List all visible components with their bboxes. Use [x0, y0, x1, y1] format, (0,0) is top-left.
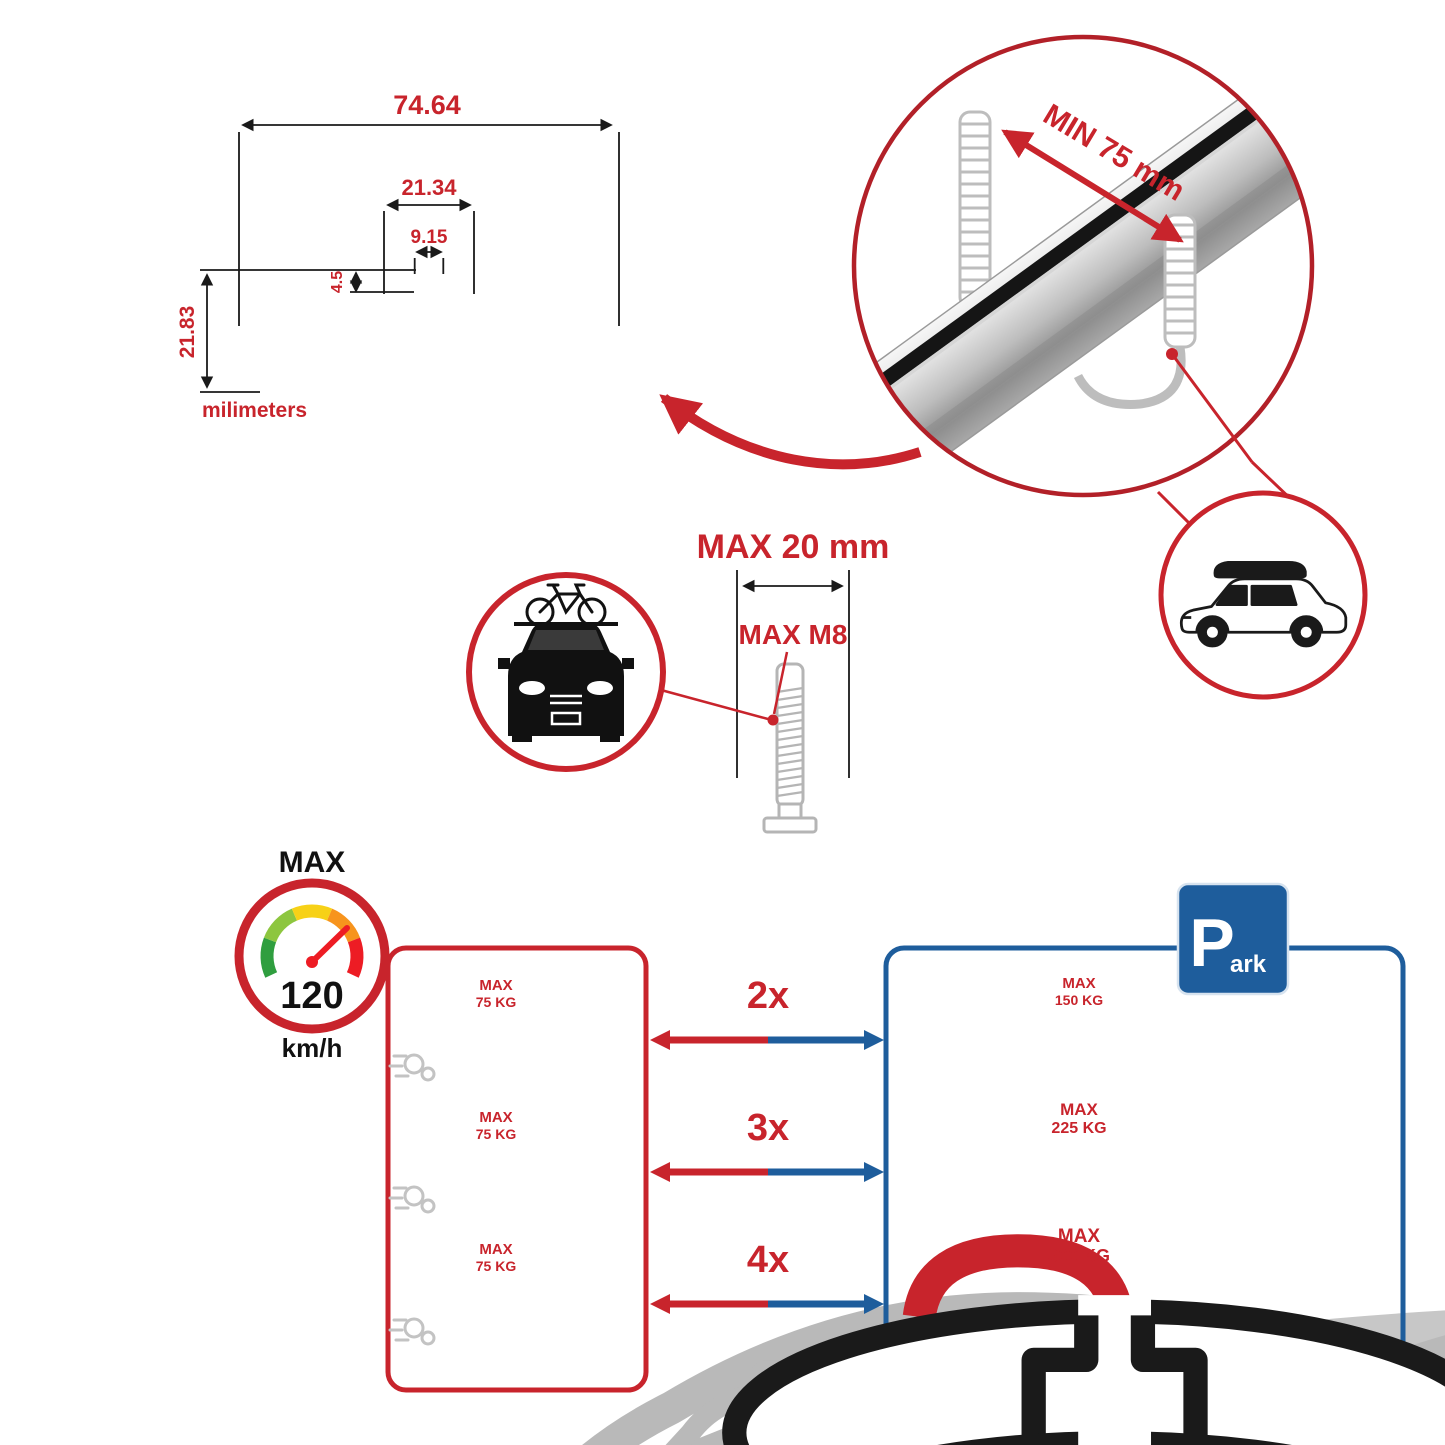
exhaust-puff-icon — [388, 1317, 436, 1346]
exhaust-puff-icon — [388, 1185, 436, 1214]
right-arrowhead — [864, 1030, 884, 1050]
exhaust-puff-icon — [388, 1053, 436, 1082]
bag-label-weight: 150 KG — [1055, 992, 1103, 1008]
multiplier-label: 4x — [747, 1239, 789, 1281]
left-arrowhead — [650, 1294, 670, 1314]
bag-label-max: MAX — [1062, 975, 1095, 992]
multiplier-label: 3x — [747, 1107, 789, 1149]
bag-label-max: MAX — [479, 1109, 512, 1126]
park-letter: P — [1189, 905, 1234, 981]
bag-label-max: MAX — [479, 977, 512, 994]
multiplier-label: 2x — [747, 975, 789, 1017]
right-arrowhead — [864, 1162, 884, 1182]
dim-inner-width: 21.34 — [401, 175, 457, 200]
dim-total-width: 74.64 — [393, 90, 461, 120]
bolt-dimension-lines — [736, 570, 850, 778]
left-arrowhead — [650, 1030, 670, 1050]
crossbar-detail-callout: MIN 75 mm — [659, 34, 1320, 536]
parked-panel: P ark MAX 150 KG MAX 225 KG MAX 300 KG — [883, 882, 1445, 1445]
suv-with-roof-box-icon — [1179, 560, 1348, 648]
bag-label-max: MAX — [1058, 1226, 1101, 1247]
parking-sign-icon: P ark — [1176, 882, 1290, 996]
zoom-callout-arrow — [659, 394, 922, 470]
bag-label-weight: 75 KG — [476, 1258, 517, 1274]
dim-height: 21.83 — [176, 306, 199, 359]
roofbox-car-callout — [1158, 490, 1368, 700]
bag-label-weight: 300 KG — [1048, 1246, 1110, 1266]
driving-panel: MAX 75 KG MAX 75 KG MAX 75 KG — [385, 945, 1445, 1445]
cross-section-diagram: 74.64 21.34 9.15 4.5 21.83 milimeters — [176, 90, 1445, 1445]
dim-lip-depth: 4.5 — [329, 271, 346, 293]
bolt-leader-lines — [660, 651, 789, 721]
dim-slot-width: 9.15 — [411, 227, 448, 248]
bag-label-weight: 75 KG — [476, 994, 517, 1010]
quantity-arrows: 2x 3x 4x — [650, 975, 1445, 1445]
speed-max-label: MAX — [279, 846, 346, 879]
max-thread-label: MAX M8 — [739, 619, 848, 650]
bolt-pointer-dot — [767, 714, 779, 726]
right-arrowhead — [864, 1294, 884, 1314]
dimension-lines — [200, 118, 620, 393]
bag-label-max: MAX — [479, 1241, 512, 1258]
car-front-with-bike-icon — [498, 622, 634, 742]
clamp-rod-rear — [958, 110, 992, 309]
speed-gauge-icon — [260, 904, 364, 978]
bike-car-callout — [466, 572, 666, 772]
bag-label-weight: 225 KG — [1051, 1120, 1106, 1137]
bolt-diagram: MAX 20 mm MAX M8 — [660, 528, 890, 834]
speed-limit-gauge: MAX 120 km/h — [234, 846, 390, 1063]
units-label: milimeters — [202, 399, 307, 422]
bag-label-weight: 75 KG — [476, 1126, 517, 1142]
min-span-arrow — [1001, 129, 1184, 243]
max-length-label: MAX 20 mm — [697, 528, 890, 566]
gauge-needle-pivot — [306, 956, 318, 968]
speed-units: km/h — [282, 1033, 343, 1063]
t-bolt — [762, 662, 818, 834]
bag-label-max: MAX — [1060, 1100, 1098, 1119]
detail-circle — [851, 34, 1315, 498]
speed-value: 120 — [280, 975, 343, 1017]
driving-panel-border — [385, 945, 649, 1393]
gauge-needle — [309, 925, 350, 965]
park-suffix: ark — [1230, 951, 1267, 978]
left-arrowhead — [650, 1162, 670, 1182]
